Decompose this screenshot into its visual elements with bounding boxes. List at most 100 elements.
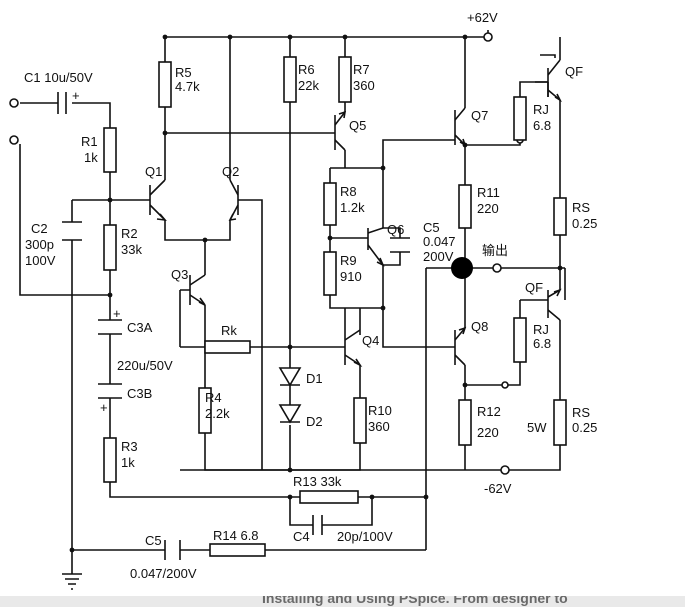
c3b-capacitor: + xyxy=(98,383,122,415)
qf-bot-label: QF xyxy=(525,280,543,295)
d2-label: D2 xyxy=(306,414,323,429)
c2-name: C2 xyxy=(31,221,48,236)
c5-bottom-capacitor xyxy=(164,540,181,560)
r14-resistor xyxy=(209,543,266,557)
q5-transistor xyxy=(334,110,347,151)
r12-value: 220 xyxy=(477,425,499,440)
r5-resistor xyxy=(158,61,172,108)
q6-transistor xyxy=(367,227,385,267)
c5-small-value: 0.047 xyxy=(423,234,456,249)
d1-label: D1 xyxy=(306,371,323,386)
q2-label: Q2 xyxy=(222,164,239,179)
r6-value: 22k xyxy=(298,78,319,93)
d2-diode xyxy=(278,385,302,424)
c3b-label: C3B xyxy=(127,386,152,401)
ground-icon xyxy=(62,573,82,590)
q8-label: Q8 xyxy=(471,319,488,334)
r1-name: R1 xyxy=(81,134,98,149)
r4-name: R4 xyxy=(205,390,222,405)
input-terminal-ground xyxy=(9,135,19,145)
c4-capacitor xyxy=(305,515,330,535)
c2-value: 300p xyxy=(25,237,54,252)
r8-value: 1.2k xyxy=(340,200,365,215)
c2-voltage: 100V xyxy=(25,253,56,268)
r11-name: R11 xyxy=(477,185,500,200)
qf-top-label: QF xyxy=(565,64,583,79)
r2-value: 33k xyxy=(121,242,142,257)
rs-bot-value: 0.25 xyxy=(572,420,597,435)
c2-capacitor xyxy=(62,221,82,241)
c3a-capacitor: + xyxy=(98,306,122,335)
r1-resistor xyxy=(103,127,117,173)
rs-top-name: RS xyxy=(572,200,590,215)
r7-value: 360 xyxy=(353,78,375,93)
rj-bot-name: RJ xyxy=(533,322,549,337)
rs-bot-power: 5W xyxy=(527,420,547,435)
vpos-label: +62V xyxy=(467,10,498,25)
qf-top-transistor xyxy=(547,37,562,103)
rs-top-value: 0.25 xyxy=(572,216,597,231)
q8-transistor xyxy=(454,326,467,366)
c5-bottom-name: C5 xyxy=(145,533,162,548)
r13-resistor xyxy=(299,490,359,504)
r4-value: 2.2k xyxy=(205,406,230,421)
rj-bot-resistor xyxy=(513,317,527,363)
q6-label: Q6 xyxy=(387,222,404,237)
rs-top-resistor xyxy=(553,197,567,236)
r10-resistor xyxy=(353,397,367,444)
c1-label: C1 10u/50V xyxy=(24,70,93,85)
c4-value: 20p/100V xyxy=(337,529,393,544)
cropped-footer: Installing and Using PSpice. From design… xyxy=(0,596,685,607)
r3-resistor xyxy=(103,437,117,483)
rk-resistor xyxy=(204,340,251,354)
r7-name: R7 xyxy=(353,62,370,77)
rj-top-value: 6.8 xyxy=(533,118,551,133)
c3a-label: C3A xyxy=(127,320,153,335)
vneg-terminal xyxy=(500,465,510,475)
rs-bot-resistor xyxy=(553,399,567,446)
r13-label: R13 33k xyxy=(293,474,342,489)
output-node-dot xyxy=(451,257,473,279)
r3-name: R3 xyxy=(121,439,138,454)
q1-transistor xyxy=(149,179,167,222)
q4-label: Q4 xyxy=(362,333,379,348)
footer-text: Installing and Using PSpice. From design… xyxy=(262,596,568,606)
q7-transistor xyxy=(454,107,467,147)
r2-name: R2 xyxy=(121,226,138,241)
r3-value: 1k xyxy=(121,455,135,470)
svg-text:+: + xyxy=(72,88,80,103)
r14-label: R14 6.8 xyxy=(213,528,259,543)
r12-name: R12 xyxy=(477,404,501,419)
r9-name: R9 xyxy=(340,253,357,268)
r5-value: 4.7k xyxy=(175,79,200,94)
r12-resistor xyxy=(458,399,472,446)
q1-label: Q1 xyxy=(145,164,162,179)
svg-text:+: + xyxy=(100,400,108,415)
q3-label: Q3 xyxy=(171,267,188,282)
svg-text:+: + xyxy=(113,306,121,321)
c1-capacitor: + xyxy=(57,88,80,114)
r8-name: R8 xyxy=(340,184,357,199)
r9-resistor xyxy=(323,251,337,296)
c5-small-capacitor xyxy=(390,237,410,253)
d1-diode xyxy=(278,367,302,387)
rk-label: Rk xyxy=(221,323,237,338)
rs-bot-name: RS xyxy=(572,405,590,420)
output-label: 输出 xyxy=(482,243,508,258)
r11-value: 220 xyxy=(477,201,499,216)
rj-top-resistor xyxy=(513,96,527,141)
q2-transistor xyxy=(228,179,239,222)
q5-label: Q5 xyxy=(349,118,366,133)
output-terminal xyxy=(492,263,502,273)
q7-label: Q7 xyxy=(471,108,488,123)
r6-resistor xyxy=(283,56,297,103)
c4-name: C4 xyxy=(293,529,310,544)
r5-name: R5 xyxy=(175,65,192,80)
r11-resistor xyxy=(458,184,472,229)
rj-bot-value: 6.8 xyxy=(533,336,551,351)
input-terminal-signal xyxy=(9,98,19,108)
q4-transistor xyxy=(344,329,363,368)
r7-resistor xyxy=(338,56,352,103)
r10-value: 360 xyxy=(368,419,390,434)
